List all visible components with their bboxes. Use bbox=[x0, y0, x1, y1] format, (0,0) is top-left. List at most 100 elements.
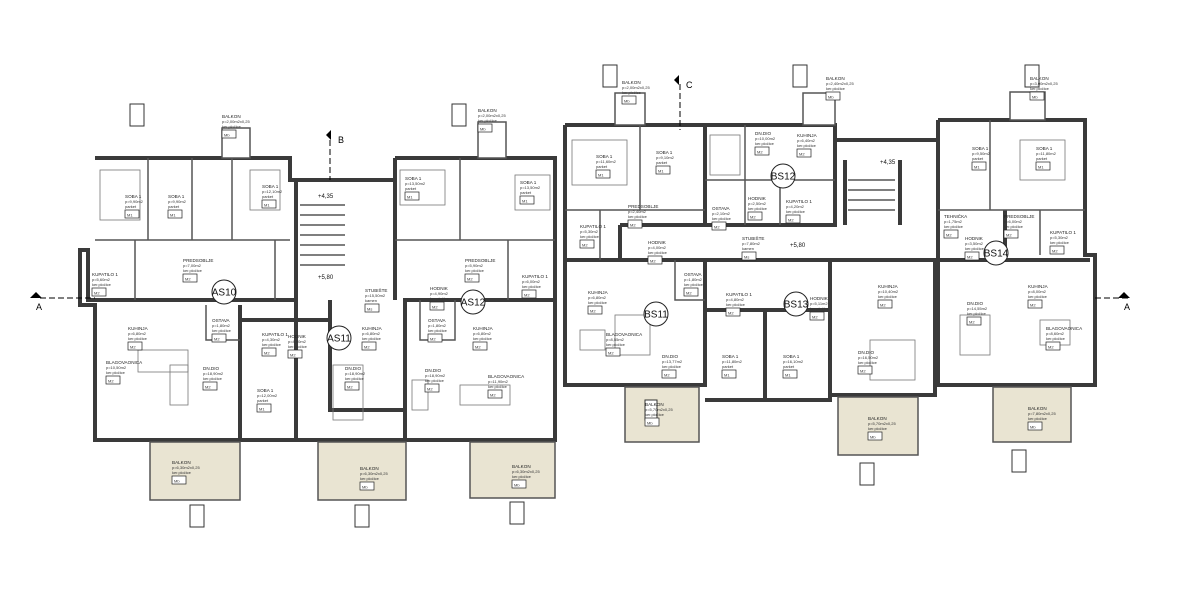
room-floor: ker.pločice bbox=[748, 206, 768, 211]
section-marker-icon bbox=[1118, 292, 1130, 298]
room-area: p=6,00m2 bbox=[1004, 219, 1023, 224]
room-name: DN.DIO bbox=[967, 301, 984, 306]
finish-tag bbox=[747, 211, 763, 221]
finish-tag bbox=[221, 129, 237, 139]
finish-tag bbox=[754, 146, 770, 156]
room-area: p=8,60m2 bbox=[1046, 331, 1065, 336]
room-area: p=12,00m2 bbox=[257, 393, 278, 398]
room-area: p=9,10m2 bbox=[656, 155, 675, 160]
room-name: DN.DIO bbox=[662, 354, 679, 359]
room-area: p=9,50m2 bbox=[972, 151, 991, 156]
finish-tag-label: M2 bbox=[214, 337, 220, 342]
room-area: p=10,50m2 bbox=[106, 365, 127, 370]
room-floor: ker.pločice bbox=[944, 224, 964, 229]
finish-tag-label: M2 bbox=[686, 291, 692, 296]
north-arrow-icon bbox=[792, 64, 808, 88]
finish-tag bbox=[579, 239, 595, 249]
room-area: p=6,80m2 bbox=[362, 331, 381, 336]
finish-tag bbox=[519, 195, 535, 205]
room-floor: ker.pločice bbox=[512, 474, 532, 479]
balcony bbox=[624, 386, 700, 443]
room-name: DN.DIO bbox=[425, 368, 442, 373]
room-area: p=5,70m2x0,25 bbox=[645, 407, 673, 412]
finish-tag bbox=[127, 341, 143, 351]
room-name: HODNIK bbox=[430, 286, 449, 291]
finish-tag bbox=[661, 369, 677, 379]
finish-tag bbox=[971, 161, 987, 171]
room-area: p=7,00m2 bbox=[183, 263, 202, 268]
finish-tag-label: M2 bbox=[1052, 249, 1058, 254]
room-floor: parket bbox=[596, 164, 608, 169]
unit-label: BS11 bbox=[644, 310, 668, 321]
level-marker: +4,35 bbox=[880, 160, 896, 166]
room-area: p=5,60m2 bbox=[92, 277, 111, 282]
room-name: BALKON bbox=[1030, 76, 1049, 81]
room-area: p=15,50m2 bbox=[365, 293, 386, 298]
finish-tag bbox=[711, 221, 727, 231]
room-name: BALKON bbox=[172, 460, 191, 465]
room-floor: ker.pločice bbox=[362, 336, 382, 341]
finish-tag bbox=[211, 333, 227, 343]
finish-tag-label: Mb bbox=[647, 421, 653, 426]
finish-tag bbox=[427, 333, 443, 343]
unit-label: BS12 bbox=[771, 172, 796, 183]
finish-tag-label: M2 bbox=[364, 345, 370, 350]
room-floor: ker.pločice bbox=[106, 370, 126, 375]
balcony bbox=[469, 441, 556, 499]
finish-tag bbox=[344, 381, 360, 391]
finish-tag bbox=[1029, 91, 1045, 101]
room-name: HODNIK bbox=[965, 236, 984, 241]
room-area: p=3,00m2x0,25 bbox=[1030, 81, 1058, 86]
finish-tag-label: M2 bbox=[946, 233, 952, 238]
finish-tag bbox=[105, 375, 121, 385]
room-area: p=6,00m2 bbox=[522, 279, 541, 284]
room-area: p=13,77m2 bbox=[662, 359, 683, 364]
finish-tag-label: Mb bbox=[1032, 95, 1038, 100]
finish-tag-label: M2 bbox=[799, 152, 805, 157]
finish-tag-label: M2 bbox=[475, 345, 481, 350]
room-name: SOBA 1 bbox=[722, 354, 739, 359]
room-area: p=6,30m2x0,25 bbox=[360, 471, 388, 476]
finish-tag bbox=[424, 383, 440, 393]
room-area: p=1,80m2 bbox=[428, 323, 447, 328]
room-name: BLAGOVAONICA bbox=[488, 374, 525, 379]
room-floor: parket bbox=[405, 186, 417, 191]
room-floor: ker.pločice bbox=[858, 360, 878, 365]
room-name: SOBA 1 bbox=[257, 388, 274, 393]
finish-tag-label: M1 bbox=[127, 213, 133, 218]
wall-bs13 bbox=[705, 258, 937, 402]
balconies bbox=[149, 91, 1072, 501]
room-name: KUHINJA bbox=[878, 284, 899, 289]
finish-tag-label: M2 bbox=[205, 385, 211, 390]
room-area: p=12,10m2 bbox=[262, 189, 283, 194]
finish-tag bbox=[261, 199, 277, 209]
unit-marker bbox=[326, 325, 352, 351]
finish-tag-label: Mb bbox=[624, 99, 630, 104]
balcony bbox=[837, 396, 919, 456]
south-arrow-icon bbox=[1011, 449, 1027, 473]
finish-tag bbox=[1027, 299, 1043, 309]
finish-tag bbox=[741, 251, 757, 261]
room-name: HODNIK bbox=[748, 196, 767, 201]
room-name: STUBIŠTE bbox=[365, 287, 387, 293]
room-floor: ker.pločice bbox=[645, 412, 665, 417]
finish-tag bbox=[966, 316, 982, 326]
section-marker-label: A bbox=[1124, 302, 1130, 312]
room-floor: ker.pločice bbox=[755, 141, 775, 146]
finish-tag-label: M2 bbox=[860, 369, 866, 374]
room-area: p=5,11m2 bbox=[810, 301, 828, 306]
room-area: p=1,80m2 bbox=[212, 323, 231, 328]
room-area: p=2,40m2 bbox=[628, 209, 647, 214]
finish-tag-label: M1 bbox=[658, 169, 664, 174]
room-area: p=5,90m2 bbox=[465, 263, 484, 268]
section-marker-label: A bbox=[36, 302, 42, 312]
furniture bbox=[99, 134, 1071, 421]
section-marker-label: C bbox=[686, 80, 693, 90]
finish-tag bbox=[521, 289, 537, 299]
room-floor: ker.pločice bbox=[826, 86, 846, 91]
north-arrow-icon bbox=[129, 103, 145, 127]
room-name: OSTAVA bbox=[712, 206, 731, 211]
finish-tag bbox=[655, 165, 671, 175]
finish-tag bbox=[359, 481, 375, 491]
